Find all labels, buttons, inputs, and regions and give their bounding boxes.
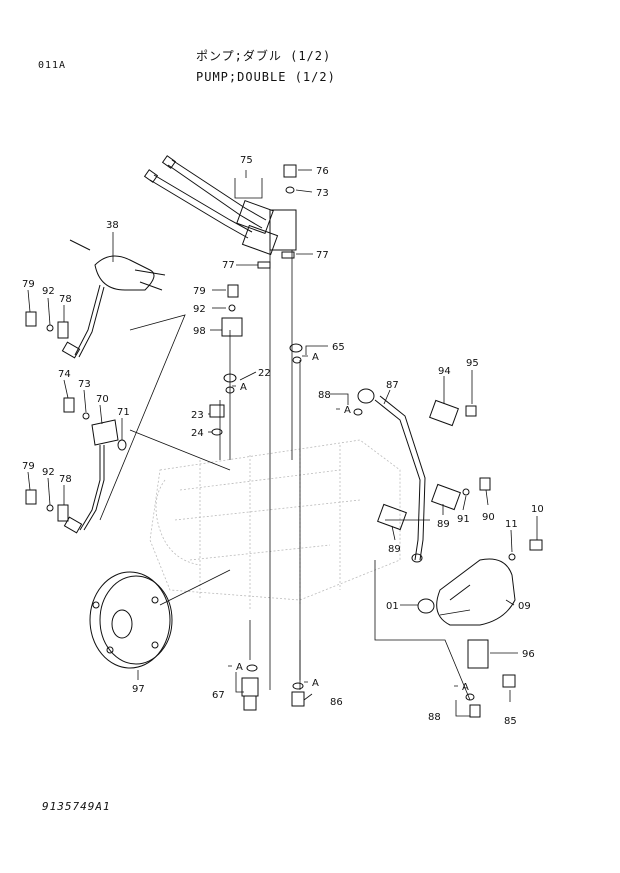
callout-76: 76 bbox=[316, 166, 329, 177]
callout-88: 88 bbox=[318, 390, 331, 401]
gear-plate-97 bbox=[89, 571, 173, 669]
pilot-tubes bbox=[143, 155, 297, 256]
callout-79: 79 bbox=[22, 461, 35, 472]
hose-87 bbox=[353, 388, 426, 563]
callout-92: 92 bbox=[193, 304, 206, 315]
callout-73: 73 bbox=[316, 188, 329, 199]
callout-90: 90 bbox=[482, 512, 495, 523]
callout-85: 85 bbox=[504, 716, 517, 727]
callout-91: 91 bbox=[457, 514, 470, 525]
callout-89: 89 bbox=[437, 519, 450, 530]
callout-77: 77 bbox=[222, 260, 235, 271]
callout-67: 67 bbox=[212, 690, 225, 701]
callout-labels: 75 76 73 77 77 38 79 92 78 79 92 98 65 2… bbox=[22, 155, 544, 727]
callout-65: 65 bbox=[332, 342, 345, 353]
callout-96: 96 bbox=[522, 649, 535, 660]
callout-01: 01 bbox=[386, 601, 399, 612]
ref-marker-a: A bbox=[236, 662, 243, 673]
callout-23: 23 bbox=[191, 410, 204, 421]
callout-79: 79 bbox=[193, 286, 206, 297]
callout-77: 77 bbox=[316, 250, 329, 261]
label-leaders bbox=[27, 169, 538, 717]
callout-98: 98 bbox=[193, 326, 206, 337]
callout-75: 75 bbox=[240, 155, 253, 166]
bottom-fittings bbox=[241, 664, 305, 711]
callout-71: 71 bbox=[117, 407, 130, 418]
callout-38: 38 bbox=[106, 220, 119, 231]
right-components bbox=[377, 399, 543, 718]
callout-10: 10 bbox=[531, 504, 544, 515]
callout-73: 73 bbox=[78, 379, 91, 390]
callout-92: 92 bbox=[42, 286, 55, 297]
solenoid-assembly-38 bbox=[61, 239, 166, 359]
callout-09: 09 bbox=[518, 601, 531, 612]
callout-87: 87 bbox=[386, 380, 399, 391]
pump-body-ghost bbox=[149, 439, 401, 610]
ref-marker-a: A bbox=[240, 382, 247, 393]
callout-79: 79 bbox=[22, 279, 35, 290]
callout-92: 92 bbox=[42, 467, 55, 478]
callout-88: 88 bbox=[428, 712, 441, 723]
callout-89: 89 bbox=[388, 544, 401, 555]
ref-marker-a: A bbox=[312, 678, 319, 689]
ref-marker-a: A bbox=[462, 682, 469, 693]
callout-95: 95 bbox=[466, 358, 479, 369]
ref-marker-a: A bbox=[344, 405, 351, 416]
callout-94: 94 bbox=[438, 366, 451, 377]
callout-78: 78 bbox=[59, 474, 72, 485]
page-code: 011A bbox=[38, 60, 67, 71]
callout-74: 74 bbox=[58, 369, 71, 380]
callout-22: 22 bbox=[258, 368, 271, 379]
callout-70: 70 bbox=[96, 394, 109, 405]
callout-78: 78 bbox=[59, 294, 72, 305]
callout-24: 24 bbox=[191, 428, 204, 439]
leader-lines bbox=[99, 250, 471, 701]
reference-markers: A A A A A A bbox=[228, 352, 469, 693]
title-japanese: ポンプ;ダブル (1/2) bbox=[196, 49, 332, 63]
small-hardware bbox=[25, 164, 303, 522]
ref-marker-a: A bbox=[312, 352, 319, 363]
title-english: PUMP;DOUBLE (1/2) bbox=[196, 70, 336, 84]
drawing-number: 9135749A1 bbox=[42, 800, 111, 813]
callout-86: 86 bbox=[330, 697, 343, 708]
solenoid-assembly-70 bbox=[63, 419, 119, 534]
callout-11: 11 bbox=[505, 519, 518, 530]
callout-97: 97 bbox=[132, 684, 145, 695]
